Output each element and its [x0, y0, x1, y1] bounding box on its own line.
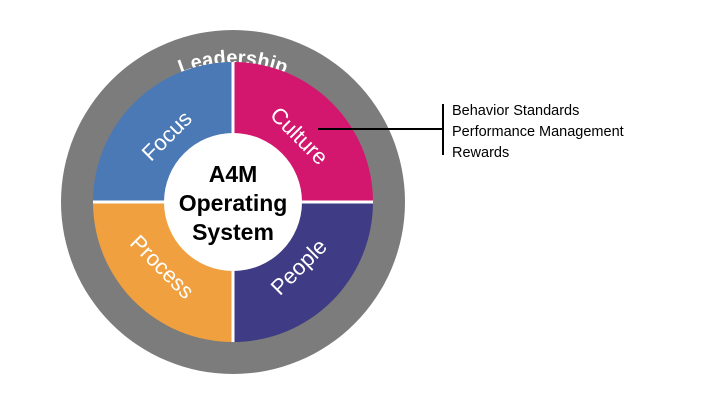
callout-item-behavior-standards: Behavior Standards	[452, 103, 579, 119]
center-circle	[164, 133, 302, 271]
callout-item-rewards: Rewards	[452, 145, 509, 161]
center-line-3: System	[192, 219, 274, 245]
center-line-2: Operating	[179, 190, 288, 216]
callout-item-performance-management: Performance Management	[452, 124, 624, 140]
center-line-1: A4M	[209, 161, 258, 187]
